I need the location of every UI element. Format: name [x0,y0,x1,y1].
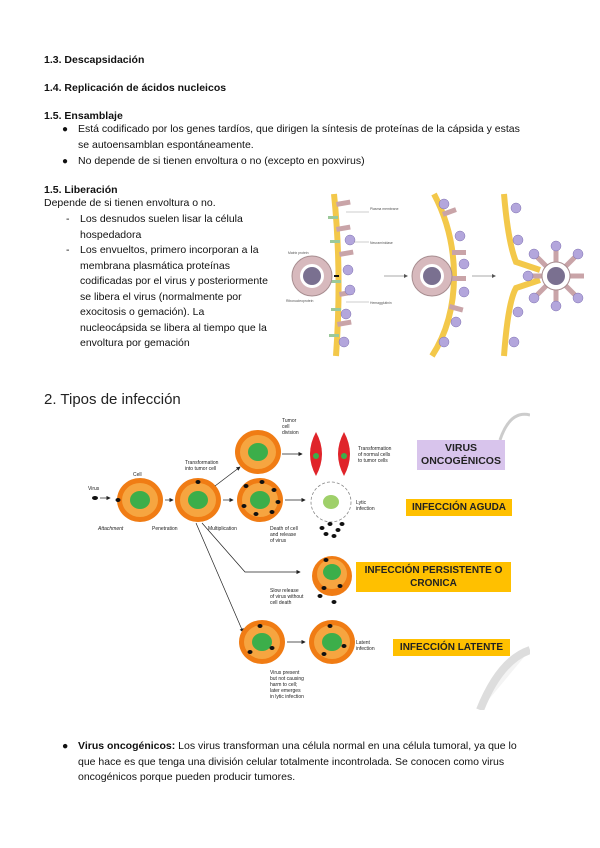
label-cell: Cell [133,472,142,478]
tag-infeccion-latente: INFECCIÓN LATENTE [393,639,510,656]
cell-tumor-transform [235,430,281,474]
infection-types-figure: Virus Cell Attachment Penetration Multip… [60,410,532,712]
plasma-membrane-1 [328,193,356,357]
cell-persistent [312,556,352,604]
virus-particle [92,496,98,500]
section-title-tipos-infeccion: 2. Tipos de infección [44,391,181,408]
label-hemagglutinin: Hemagglutinin [370,301,392,305]
heading-liberacion: 1.5. Liberación [44,184,118,196]
label-transformation-normal: Transformation of normal cells to tumor … [358,446,393,464]
cell-latent-2 [309,620,355,664]
cell-attachment [115,478,163,522]
label-lytic: Lytic infection [356,500,375,512]
dash-icon: - [66,244,70,256]
label-tumor-division: Tumor cell division [282,418,299,436]
heading-replicacion: 1.4. Replicación de ácidos nucleicos [44,82,227,94]
virion-2 [411,255,453,297]
released-virion [522,240,584,312]
label-virus-present: Virus present but not causing harm to ce… [270,670,305,700]
label-multiplication: Multiplication [208,526,237,532]
label-death: Death of cell and release of virus [270,526,299,544]
term-virus-oncogenicos: Virus oncogénicos: [78,740,176,752]
label-plasma-membrane: Plasma membrane [370,207,399,211]
tumor-cells [310,432,350,476]
cell-penetration [175,478,221,522]
heading-descapsidacion: 1.3. Descapsidación [44,54,145,66]
list-item-continuation: se autoensamblan espontáneamente. [78,139,254,151]
bullet-icon: ● [62,156,69,167]
label-virus: Virus [88,486,100,492]
label-transformation: Transformation into tumor cell [185,460,220,472]
lysed-cell [310,481,352,538]
budding-diagram: Plasma membrane Neuraminidase Matrix pro… [286,192,584,358]
list-item: Los desnudos suelen lisar la célula hosp… [80,213,243,241]
label-neuraminidase: Neuraminidase [370,241,393,245]
list-item: Virus oncogénicos: Los virus transforman… [78,740,517,783]
label-latent: Latent infection [356,640,375,652]
plasma-membrane-3 [501,193,541,357]
virion-1 [291,255,333,297]
label-penetration: Penetration [152,526,178,532]
dash-icon: - [66,213,70,225]
label-slow-release: Slow release of virus without cell death [270,588,305,606]
label-attachment: Attachment [97,526,124,532]
tag-infeccion-aguda: INFECCIÓN AGUDA [406,499,512,516]
list-item: ● No depende de si tienen envoltura o no… [62,154,365,170]
cell-multiplication [237,478,283,522]
label-ribonucleoprotein: Ribonucleoprotein [286,299,313,303]
bullet-icon: ● [62,740,69,752]
budding-figure: Plasma membrane Neuraminidase Matrix pro… [284,192,584,358]
list-item: ● Está codificado por los genes tardíos,… [62,122,520,138]
cell-latent-1 [239,620,285,664]
heading-ensamblaje: 1.5. Ensamblaje [44,110,123,122]
decor-bubble [498,412,531,441]
bullet-icon: ● [62,124,69,135]
list-item: Los envueltos, primero incorporan a la m… [80,244,268,349]
label-matrix-protein: Matrix protein [288,251,309,255]
decor-bubble [476,646,532,712]
infection-diagram: Virus Cell Attachment Penetration Multip… [88,412,532,712]
plasma-membrane-2 [429,192,470,358]
liberacion-intro: Depende de si tienen envoltura o no. [44,197,216,209]
